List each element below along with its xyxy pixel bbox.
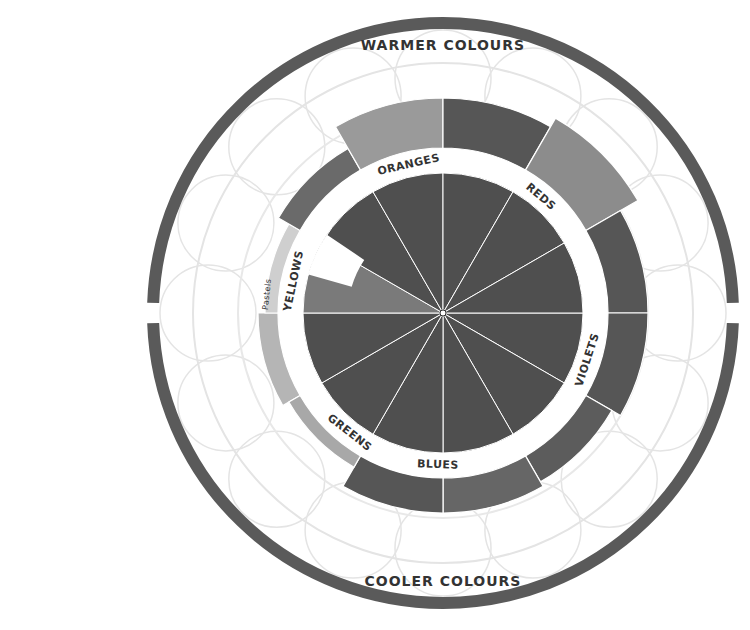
outer-segment (586, 211, 648, 314)
colour-family: BLUES (417, 458, 459, 472)
region-title: WARMER COLOURS (361, 38, 525, 53)
watermark-petal (229, 431, 325, 527)
watermark-ring (238, 108, 648, 518)
inner-wedge (443, 313, 513, 453)
wedge-notch (308, 235, 364, 287)
region-title: COOLER COLOURS (365, 574, 522, 589)
centre-dot (440, 310, 446, 316)
outer-segment (586, 313, 648, 416)
inner-wedge (373, 173, 443, 313)
inner-wedge (443, 243, 583, 313)
wheel-segments (153, 23, 733, 603)
inner-wedge (303, 313, 443, 383)
watermark-seal (160, 30, 726, 596)
watermark-ring (193, 63, 693, 563)
outer-segment (258, 313, 300, 406)
